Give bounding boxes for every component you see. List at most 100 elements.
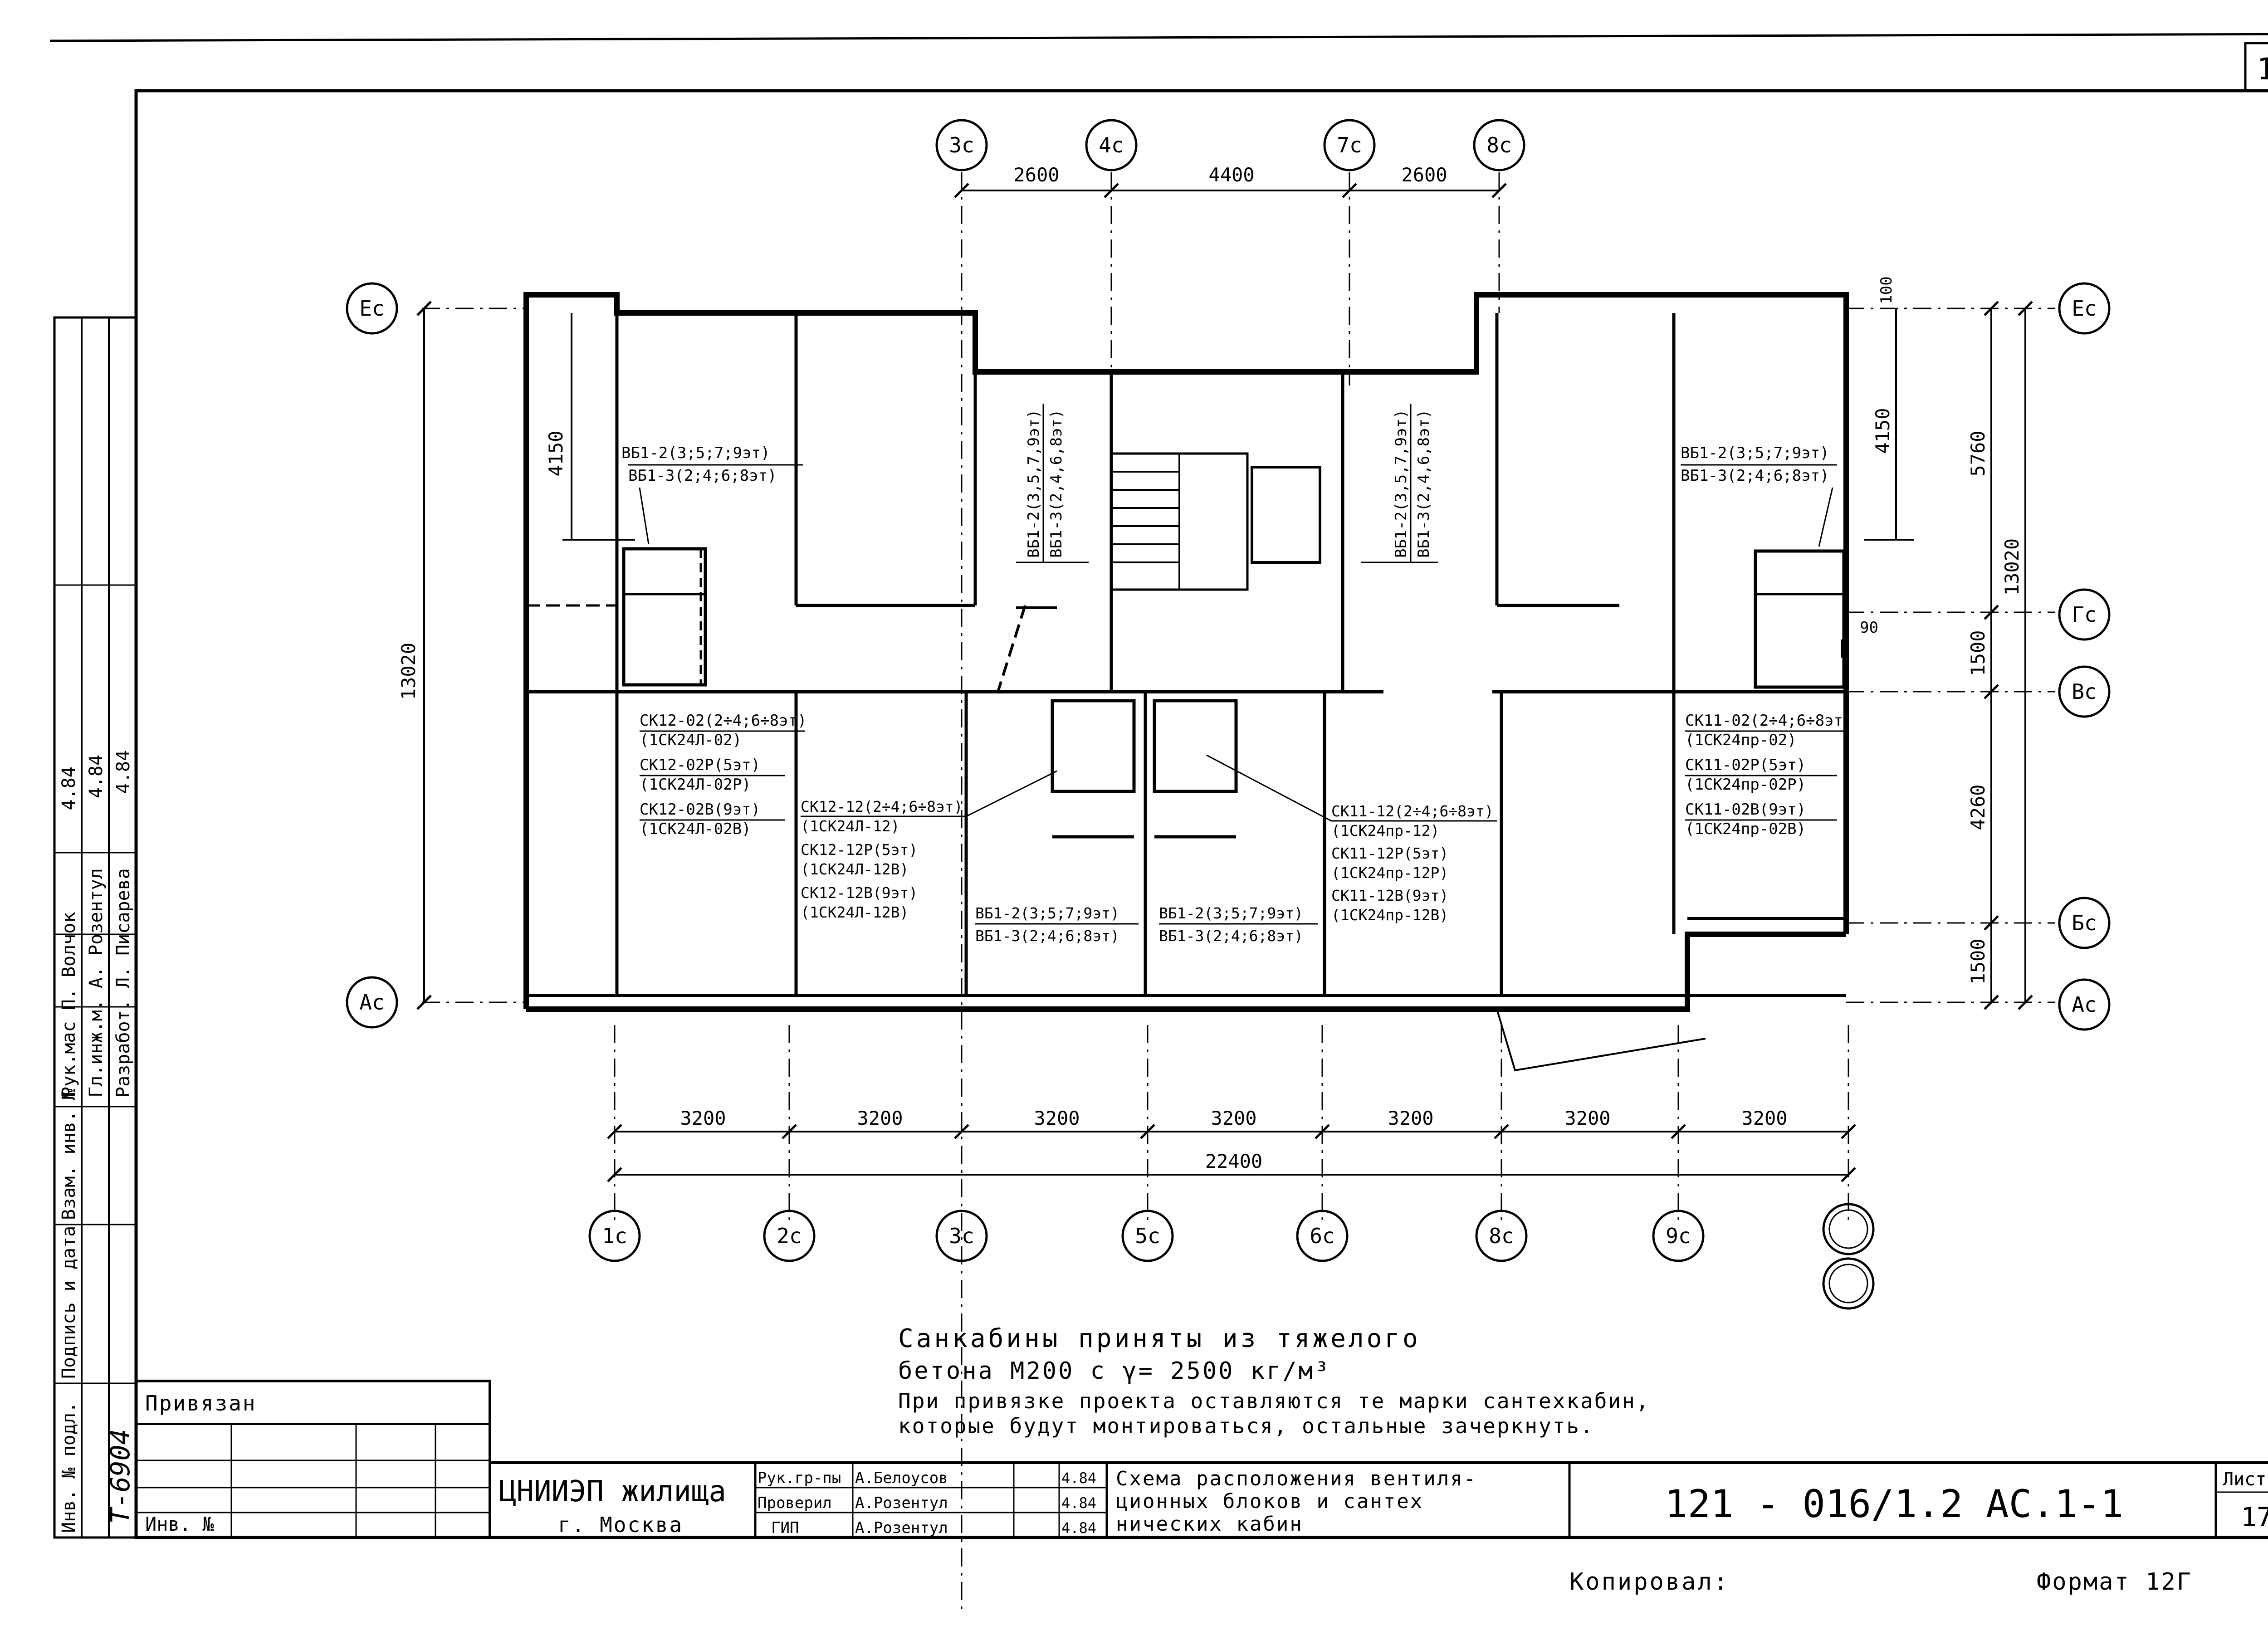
title-code: 121 - 016/1.2 АС.1-1	[1665, 1482, 2123, 1526]
axis-bubble-bottom-1c: 1c	[588, 1210, 641, 1262]
dim-bottom-1: 3200	[680, 1107, 726, 1129]
dim-top-1: 2600	[1013, 164, 1059, 186]
svg-text:ВБ1-3(2,4,6,8эт): ВБ1-3(2,4,6,8эт)	[1415, 409, 1433, 558]
svg-text:(1СК24пр-02Р): (1СК24пр-02Р)	[1685, 776, 1806, 794]
dim-bottom-3: 3200	[1034, 1107, 1080, 1129]
svg-text:СК11-12(2÷4;6÷8эт): СК11-12(2÷4;6÷8эт)	[1331, 802, 1494, 820]
title-block	[135, 1380, 2268, 1539]
svg-text:4.84: 4.84	[1061, 1469, 1096, 1487]
svg-text:СК11-12Р(5эт): СК11-12Р(5эт)	[1331, 844, 1448, 862]
svg-text:СК12-12В(9эт): СК12-12В(9эт)	[801, 884, 918, 902]
label-sk12-left: СК12-02(2÷4;6÷8эт) (1СК24Л-02) СК12-02Р(…	[640, 712, 807, 838]
dim-right-13020: 13020	[2001, 538, 2023, 595]
svg-text:(1СК24пр-02В): (1СК24пр-02В)	[1685, 820, 1806, 838]
sheet-number-top: 18	[2257, 52, 2268, 87]
svg-text:1c: 1c	[602, 1224, 627, 1248]
svg-text:СК11-02Р(5эт): СК11-02Р(5эт)	[1685, 756, 1806, 774]
svg-text:СК11-12В(9эт): СК11-12В(9эт)	[1331, 887, 1448, 904]
svg-text:(1СК24пр-12Р): (1СК24пр-12Р)	[1331, 864, 1448, 882]
note-line-1: Санкабины приняты из тяжелого	[898, 1324, 1421, 1353]
svg-text:(1СК24Л-02В): (1СК24Л-02В)	[640, 820, 751, 838]
svg-text:(1СК24Л-02): (1СК24Л-02)	[640, 731, 742, 749]
dim-right-4150: 4150	[1872, 408, 1894, 454]
axis-bubble-bottom-5c: 5c	[1121, 1210, 1174, 1262]
axis-bubble-right-Ec: Ec	[2058, 282, 2111, 335]
svg-text:СК12-02Р(5эт): СК12-02Р(5эт)	[640, 756, 760, 774]
axis-bubble-bottom-blank	[1822, 1203, 1875, 1310]
note-line-4: которые будут монтироваться, остальные з…	[898, 1414, 1594, 1438]
axis-bubble-bottom-8c: 8c	[1475, 1210, 1528, 1262]
stamp-col-sign: Подпись и дата	[59, 1226, 79, 1379]
svg-text:А.Розентул: А.Розентул	[855, 1519, 948, 1537]
axis-bubble-left-Ac: Ac	[346, 976, 398, 1029]
label-vb-stair-left: ВБ1-2(3,5,7,9эт) ВБ1-3(2,4,6,8эт)	[1016, 404, 1089, 563]
dim-bottom-7: 3200	[1741, 1107, 1787, 1129]
axis-bubble-right-Gc: Гс	[2058, 588, 2111, 641]
title-inv-label: Инв. №	[145, 1513, 214, 1535]
building-walls	[523, 292, 1849, 1072]
stamp-row-1: Рук.мас П. Волчок 4.84	[59, 766, 79, 1098]
svg-text:8c: 8c	[1486, 133, 1511, 157]
svg-text:(1СК24Л-12): (1СК24Л-12)	[801, 817, 900, 835]
dim-top-3: 2600	[1401, 164, 1447, 186]
svg-text:(1СК24Л-02Р): (1СК24Л-02Р)	[640, 776, 751, 794]
dim-bottom-2: 3200	[857, 1107, 903, 1129]
axis-bubble-bottom-2c: 2c	[763, 1210, 816, 1262]
svg-text:3c: 3c	[949, 133, 974, 157]
title-text-3: нических кабин	[1116, 1513, 1303, 1536]
svg-text:(1СК24пр-02): (1СК24пр-02)	[1685, 731, 1797, 749]
svg-text:Ec: Ec	[2072, 296, 2097, 321]
svg-text:ВБ1-2(3;5;7;9эт): ВБ1-2(3;5;7;9эт)	[621, 444, 770, 462]
svg-text:ВБ1-2(3;5;7;9эт): ВБ1-2(3;5;7;9эт)	[975, 904, 1119, 922]
axis-lines	[422, 172, 2055, 1615]
svg-text:СК12-02В(9эт): СК12-02В(9эт)	[640, 800, 760, 819]
axis-bubble-top-7c: 7c	[1323, 119, 1376, 171]
title-sheet: 17	[2241, 1502, 2268, 1533]
axis-bubble-right-Vc: Вс	[2058, 665, 2111, 718]
note-line-3: При привязке проекта оставляются те марк…	[898, 1389, 1650, 1413]
stamp-inv-value: Т-6904	[105, 1429, 136, 1524]
axis-bubble-right-Bc: Бс	[2058, 897, 2111, 949]
dimension-lines	[423, 190, 2026, 1176]
dim-bottom-6: 3200	[1564, 1107, 1610, 1129]
svg-text:ВБ1-3(2,4,6,8эт): ВБ1-3(2,4,6,8эт)	[1047, 409, 1066, 558]
svg-text:4.84: 4.84	[1061, 1519, 1096, 1537]
axis-bubble-top-8c: 8c	[1473, 119, 1525, 171]
svg-text:СК11-02(2÷4;6÷8эт): СК11-02(2÷4;6÷8эт)	[1685, 712, 1852, 730]
svg-text:2c: 2c	[777, 1224, 802, 1248]
svg-text:4.84: 4.84	[1061, 1494, 1096, 1512]
svg-text:Гс: Гс	[2072, 602, 2097, 627]
svg-text:(1СК24пр-12): (1СК24пр-12)	[1331, 822, 1439, 839]
svg-text:ВБ1-2(3,5,7,9эт): ВБ1-2(3,5,7,9эт)	[1392, 409, 1410, 558]
note-line-2: бетона М200 с γ= 2500 кг/м³	[898, 1357, 1330, 1385]
title-sheet-label: Лист	[2223, 1469, 2266, 1490]
svg-text:СК12-12Р(5эт): СК12-12Р(5эт)	[801, 841, 918, 859]
stamp-col-zam: Взам. инв. №	[59, 1089, 79, 1220]
svg-text:4c: 4c	[1099, 133, 1124, 157]
svg-text:3c: 3c	[949, 1224, 974, 1248]
svg-text:8c: 8c	[1489, 1224, 1514, 1248]
label-vb-mid-left: ВБ1-2(3;5;7;9эт) ВБ1-3(2;4;6;8эт)	[975, 904, 1139, 945]
title-roles: Рук.гр-пы А.Белоусов 4.84 Проверил А.Роз…	[758, 1469, 1096, 1537]
svg-text:5c: 5c	[1135, 1224, 1160, 1248]
svg-text:ГИП: ГИП	[771, 1519, 799, 1537]
svg-text:(1СК24Л-12В): (1СК24Л-12В)	[801, 860, 909, 878]
svg-text:Ec: Ec	[359, 296, 384, 321]
label-vb-stair-right: ВБ1-2(3,5,7,9эт) ВБ1-3(2,4,6,8эт)	[1361, 404, 1438, 563]
axis-bubble-left-Ec: Ec	[346, 282, 398, 335]
svg-text:ВБ1-2(3;5;7;9эт): ВБ1-2(3;5;7;9эт)	[1681, 444, 1829, 462]
axis-bubble-bottom-6c: 6c	[1296, 1210, 1349, 1262]
side-stamp	[53, 316, 137, 1539]
svg-text:Вс: Вс	[2072, 679, 2097, 704]
title-text-2: ционных блоков и сантех	[1116, 1490, 1423, 1513]
svg-text:ВБ1-2(3,5,7,9эт): ВБ1-2(3,5,7,9эт)	[1025, 409, 1043, 558]
svg-text:СК12-12(2÷4;6÷8эт): СК12-12(2÷4;6÷8эт)	[801, 798, 963, 815]
svg-text:ВБ1-3(2;4;6;8эт): ВБ1-3(2;4;6;8эт)	[975, 927, 1119, 945]
axis-bubble-bottom-3c: 3c	[935, 1210, 988, 1262]
svg-text:Ac: Ac	[359, 990, 384, 1015]
dim-right-100: 100	[1877, 276, 1896, 304]
stamp-row-2: Гл.инж.м. А. Розентул 4.84	[86, 755, 107, 1098]
svg-text:9c: 9c	[1666, 1224, 1691, 1248]
dim-total-bottom: 22400	[1205, 1150, 1262, 1172]
label-sk11-mid: СК11-12(2÷4;6÷8эт) (1СК24пр-12) СК11-12Р…	[1206, 754, 1497, 924]
